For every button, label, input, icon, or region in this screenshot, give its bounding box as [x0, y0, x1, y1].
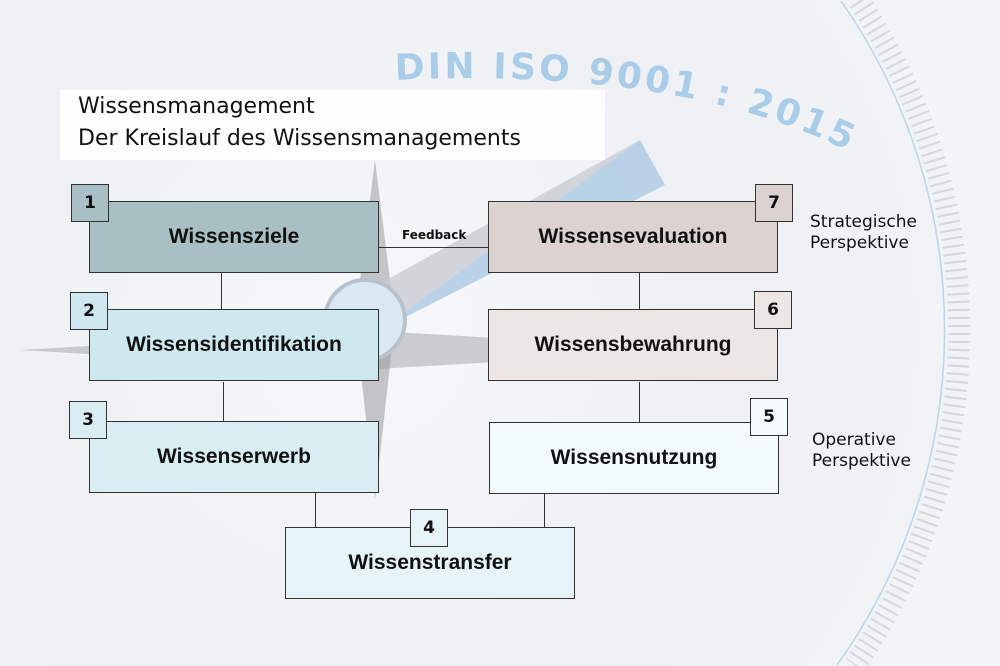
connector [315, 493, 316, 527]
operative-line1: Operative [812, 430, 896, 450]
box-wissensnutzung: Wissensnutzung [489, 422, 779, 494]
box-wissensidentifikation: Wissensidentifikation [89, 309, 379, 381]
badge-1: 1 [71, 184, 109, 222]
badge-6: 6 [754, 291, 792, 329]
title-panel: Wissensmanagement Der Kreislauf des Wiss… [60, 90, 605, 160]
operative-perspective-label: Operative Perspektive [812, 430, 911, 472]
box-wissensbewahrung: Wissensbewahrung [488, 309, 778, 381]
badge-7: 7 [755, 184, 793, 222]
connector [639, 273, 640, 309]
feedback-label: Feedback [402, 228, 467, 242]
badge-3: 3 [69, 401, 107, 439]
title-main: Wissensmanagement [78, 94, 315, 119]
connector [221, 273, 222, 309]
connector [223, 382, 224, 421]
title-sub: Der Kreislauf des Wissensmanagements [78, 126, 521, 151]
strategic-perspective-label: Strategische Perspektive [810, 212, 917, 254]
box-wissensevaluation: Wissensevaluation [488, 201, 778, 273]
strategic-line1: Strategische [810, 212, 917, 232]
badge-4: 4 [410, 509, 448, 547]
feedback-line [379, 247, 488, 248]
box-wissensziele: Wissensziele [89, 201, 379, 273]
connector [544, 494, 545, 527]
badge-5: 5 [750, 398, 788, 436]
box-wissenserwerb: Wissenserwerb [89, 421, 379, 493]
badge-2: 2 [70, 292, 108, 330]
operative-line2: Perspektive [812, 451, 911, 471]
connector [639, 382, 640, 422]
strategic-line2: Perspektive [810, 233, 909, 253]
